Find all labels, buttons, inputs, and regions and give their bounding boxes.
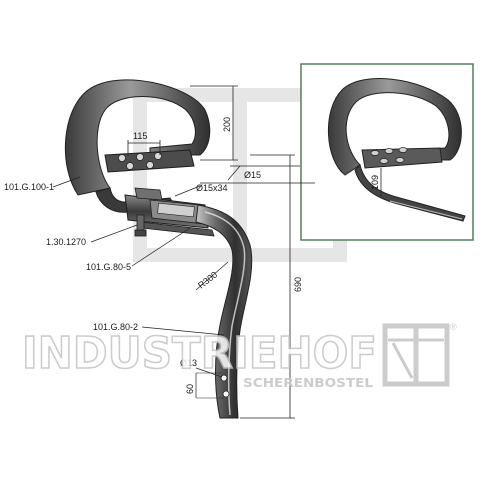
tine-holes xyxy=(220,374,230,398)
dim-115-group: 115 xyxy=(127,131,161,156)
inset-hole xyxy=(395,157,405,163)
dim-r300-group: R300 xyxy=(195,261,229,291)
inset-detail-view: 109 xyxy=(300,63,474,241)
watermark-subtitle: SCHERENBOSTEL xyxy=(243,376,373,390)
inset-hole xyxy=(398,147,408,153)
part-label-bolt-group: 1.30.1270 xyxy=(46,224,138,247)
part-label-bolt: 1.30.1270 xyxy=(46,237,86,247)
part-label-spring: 101.G.100-1 xyxy=(4,182,54,192)
tine xyxy=(195,204,253,419)
dim-115: 115 xyxy=(133,131,147,141)
clamp-assembly xyxy=(124,187,215,237)
inset-plate-holes xyxy=(370,147,408,164)
part-label-tine: 101.G.80-2 xyxy=(93,322,138,332)
inset-spring-tail xyxy=(354,164,466,222)
part-label-spring-group: 101.G.100-1 xyxy=(4,176,81,192)
tine-hole xyxy=(220,374,228,382)
dim-200-group: 200 xyxy=(190,85,238,161)
mounting-hole xyxy=(118,154,126,162)
tine-highlight xyxy=(204,211,246,416)
mounting-hole xyxy=(146,161,154,169)
dim-200: 200 xyxy=(222,117,232,132)
part-label-clamp-group: 101.G.80-5 xyxy=(86,227,191,272)
part-label-tine-group: 101.G.80-2 xyxy=(93,322,225,336)
watermark-brand: INDUSTRIEHOF xyxy=(22,328,377,379)
watermark-logo xyxy=(382,323,450,387)
dim-690-group: 690 xyxy=(240,154,303,419)
clamp-top-block xyxy=(134,187,163,201)
dim-hole-group: Ø13 60 xyxy=(180,358,224,399)
mounting-hole xyxy=(136,153,144,161)
spring-coil-outer xyxy=(64,79,211,196)
dim-690: 690 xyxy=(293,277,303,292)
tine-hole xyxy=(222,390,230,398)
dim-60: 60 xyxy=(185,384,195,394)
mounting-hole xyxy=(126,162,134,170)
watermark-registered: ® xyxy=(450,322,457,332)
inset-hole xyxy=(379,158,389,164)
dim-109: 109 xyxy=(370,175,380,190)
bolt-nut xyxy=(134,229,147,237)
inset-hole xyxy=(370,150,380,156)
mounting-hole xyxy=(154,152,162,160)
clamp-inner xyxy=(157,202,195,218)
dim-dia-15: Ø15 xyxy=(244,170,261,180)
dim-slot-15x34: Ø15x34 xyxy=(196,183,228,193)
mounting-plate-holes xyxy=(118,152,162,170)
dim-slot-group: Ø15x34 Ø15 xyxy=(174,165,315,197)
inset-hole xyxy=(384,148,394,154)
part-label-clamp: 101.G.80-5 xyxy=(86,262,131,272)
watermark: INDUSTRIEHOF SCHERENBOSTEL ® xyxy=(21,322,457,390)
dim-dia-13: Ø13 xyxy=(180,358,197,368)
